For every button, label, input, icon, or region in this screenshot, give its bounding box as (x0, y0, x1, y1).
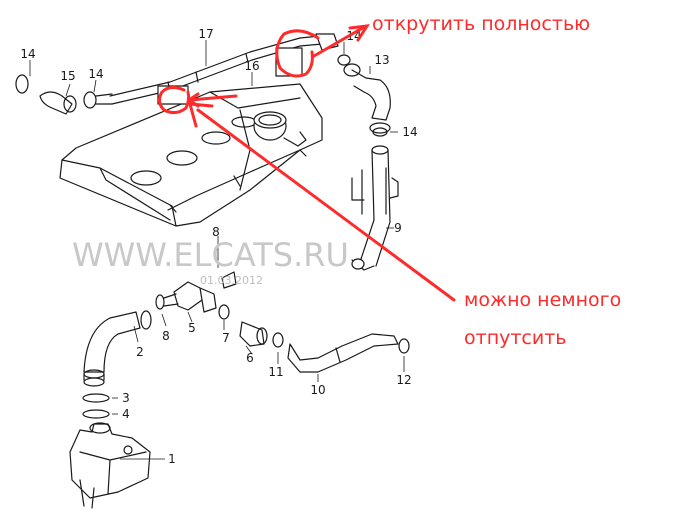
arrow-can-loosen (196, 108, 456, 302)
callout-4: 4 (122, 407, 130, 421)
arrowhead-short (186, 92, 200, 108)
arrow-short (188, 94, 238, 102)
clamp-11 (272, 332, 284, 348)
hose-2 (83, 310, 152, 387)
callout-7: 7 (222, 331, 230, 345)
clamp-7 (218, 304, 230, 320)
circle-can-loosen (157, 85, 191, 115)
clamp-14 (337, 54, 351, 66)
callout-5: 5 (188, 321, 196, 335)
callout-6: 6 (246, 351, 254, 365)
clamp-14 (372, 127, 388, 137)
callout-2: 2 (136, 345, 144, 359)
pipe-9 (343, 63, 399, 271)
callout-11: 11 (268, 365, 283, 379)
arrowhead-unscrew-fully (348, 24, 370, 42)
arrow-unscrew-fully (312, 24, 368, 58)
callout-8: 8 (162, 329, 170, 343)
connector-5 (155, 281, 217, 313)
arrowhead-can-loosen (187, 102, 214, 128)
callout-10: 10 (310, 383, 325, 397)
housing-1 (69, 422, 151, 509)
callout-17: 17 (198, 27, 213, 41)
callout-8: 8 (212, 225, 220, 239)
hose-10 (287, 333, 399, 373)
callout-15: 15 (60, 69, 75, 83)
hose-17 (109, 33, 339, 105)
clip-8 (221, 271, 237, 289)
annotation-can-loosen-line2: отпутсить (464, 327, 567, 349)
watermark-date: 01.03.2012 (200, 274, 263, 287)
clamp-12 (398, 338, 410, 354)
callout-16: 16 (244, 59, 259, 73)
callout-9: 9 (394, 221, 402, 235)
circle-unscrew-fully (275, 29, 320, 78)
watermark: WWW.ELCATS.RU (72, 236, 349, 274)
callout-13: 13 (374, 53, 389, 67)
o-rings-3-4 (82, 393, 110, 419)
callout-12: 12 (396, 373, 411, 387)
callout-1: 1 (168, 452, 176, 466)
callout-14: 14 (20, 47, 35, 61)
valve-cover (59, 83, 323, 227)
callout-3: 3 (122, 391, 130, 405)
valve-6 (239, 321, 268, 347)
annotation-unscrew-fully: открутить полностью (372, 13, 591, 35)
annotation-can-loosen-line1: можно немного (464, 289, 622, 311)
callout-14: 14 (402, 125, 417, 139)
hose-15 (15, 74, 113, 115)
callout-14: 14 (88, 67, 103, 81)
